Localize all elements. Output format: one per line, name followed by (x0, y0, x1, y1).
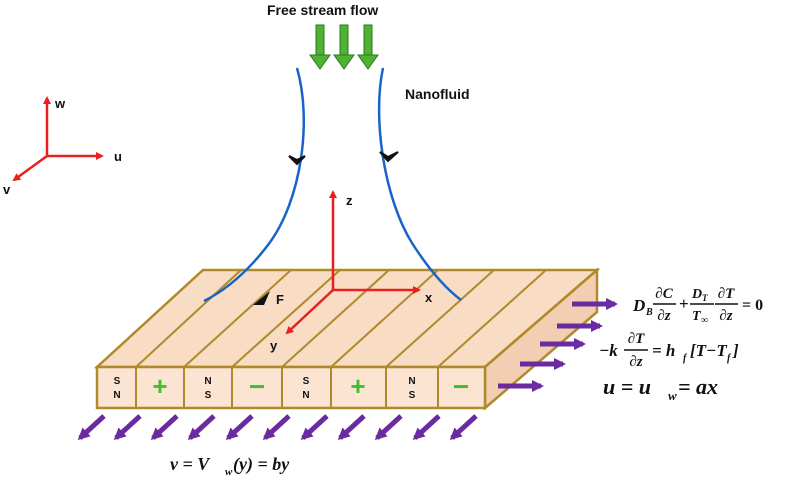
eq4-rhs: (y) = by (233, 454, 290, 475)
bottom-arrow-1-icon (77, 414, 106, 441)
v-axis-line (12, 154, 48, 182)
eq4-sub: w (225, 466, 233, 478)
plate-front-face (95, 365, 487, 410)
eq3-sub: w (668, 388, 677, 403)
bottom-arrow-3-icon (150, 414, 179, 441)
eq4-lhs: v = V (170, 454, 211, 474)
eq1-Tinf-T: T (692, 309, 702, 324)
cell-3-pole-top: N (204, 376, 211, 387)
eq1-dC: ∂C (655, 286, 673, 302)
left-flow-chevron-icon (288, 155, 306, 166)
free-stream-arrow-3-icon (357, 24, 379, 70)
eq2-h-sub: f (683, 353, 688, 364)
cell-2-plus-sign: + (152, 371, 167, 401)
free-stream-arrow-1-icon (309, 24, 331, 70)
eq1-DT-D: D (691, 287, 702, 302)
plate-front-dividers (135, 367, 439, 408)
y-axis-label: y (270, 338, 278, 353)
center-axes: z x y (270, 190, 433, 353)
z-axis-label: z (346, 193, 353, 208)
free-stream-arrows (309, 24, 379, 70)
cell-4-minus-sign: − (249, 371, 265, 402)
eq3-rhs: = ax (678, 374, 718, 399)
equation-1: D B ∂C ∂z + D T T ∞ ∂T ∂z = 0 (632, 286, 763, 326)
cell-5-pole-bottom: N (302, 390, 309, 401)
u-axis-label: u (114, 149, 122, 164)
eq1-plus: + (679, 294, 689, 313)
bottom-arrow-11-icon (449, 414, 478, 441)
corner-axes: w u v (3, 96, 122, 197)
cell-7-pole-bottom: S (409, 390, 416, 401)
bottom-arrow-4-icon (187, 414, 216, 441)
eq3-lhs: u = u (603, 374, 651, 399)
left-streamline (203, 67, 306, 303)
bottom-arrow-7-icon (300, 414, 329, 441)
cell-1-pole-bottom: N (113, 390, 120, 401)
cell-8-minus-sign: − (453, 371, 469, 402)
cell-5-pole-top: S (303, 376, 310, 387)
force-label: F (276, 292, 284, 307)
eq1-DT-sub: T (702, 293, 708, 303)
eq2-dT: ∂T (628, 331, 645, 347)
eq1-equals-zero: = 0 (742, 297, 763, 314)
eq1-dT: ∂T (718, 286, 735, 302)
cell-1-pole-top: S (114, 376, 121, 387)
eq2-Tf-sub: f (727, 353, 732, 364)
eq2-eq-h: = h (652, 341, 675, 360)
bottom-arrow-9-icon (374, 414, 403, 441)
x-axis-label: x (425, 290, 433, 305)
equation-4: v = V w (y) = by (170, 454, 290, 478)
cell-3-pole-bottom: S (205, 390, 212, 401)
cell-7-pole-top: N (408, 376, 415, 387)
eq1-Tinf-sub: ∞ (701, 315, 708, 326)
eq2-minus-k: −k (599, 341, 618, 360)
right-flow-chevron-icon (379, 151, 399, 163)
free-stream-label: Free stream flow (267, 2, 378, 18)
free-stream-arrow-2-icon (333, 24, 355, 70)
bottom-arrow-2-icon (113, 414, 142, 441)
equation-3: u = u w = ax (603, 374, 718, 403)
plate-stripes (135, 269, 547, 368)
nanofluid-label: Nanofluid (405, 86, 470, 102)
bottom-arrow-10-icon (412, 414, 441, 441)
v-axis-label: v (3, 182, 11, 197)
cell-6-plus-sign: + (350, 371, 365, 401)
bottom-arrow-8-icon (337, 414, 366, 441)
eq1-dz2: ∂z (719, 308, 732, 324)
eq2-bracket-close: ] (732, 341, 739, 360)
side-arrows (498, 298, 618, 392)
force-arrow-icon (253, 291, 270, 305)
eq1-sub-B: B (645, 307, 653, 318)
y-axis-line (285, 289, 334, 335)
bottom-arrows (77, 414, 478, 441)
eq1-D: D (632, 296, 645, 315)
eq1-dz: ∂z (657, 308, 670, 324)
eq2-dz: ∂z (629, 354, 642, 370)
magnet-cells: S N + N S − S N + N S − (113, 371, 469, 402)
bottom-arrow-5-icon (225, 414, 254, 441)
right-streamline (377, 67, 462, 301)
equation-2: −k ∂T ∂z = h f [T−T f ] (599, 331, 739, 370)
bottom-arrow-6-icon (262, 414, 291, 441)
eq2-bracket-T: [T−T (690, 341, 727, 360)
w-axis-label: w (54, 96, 66, 111)
